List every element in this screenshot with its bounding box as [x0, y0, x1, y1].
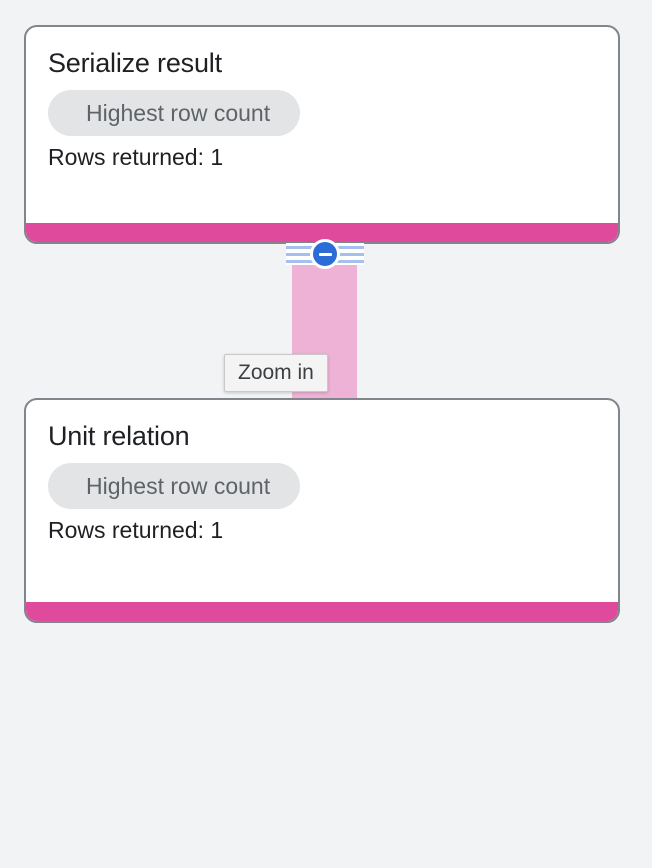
node-badge-highest-row-count: Highest row count: [48, 463, 301, 509]
zoom-in-tooltip: Zoom in: [224, 354, 328, 392]
node-rows-returned: Rows returned: 1: [48, 517, 224, 543]
node-accent-bar: [26, 223, 618, 242]
graph-node-serialize-result[interactable]: Serialize result Highest row count Rows …: [24, 25, 620, 244]
edge-collapse-handle[interactable]: [286, 239, 364, 269]
node-body: Unit relation Highest row count Rows ret…: [26, 400, 618, 602]
node-body: Serialize result Highest row count Rows …: [26, 27, 618, 223]
minus-circle-icon[interactable]: [310, 239, 340, 269]
node-badge-highest-row-count: Highest row count: [48, 90, 301, 136]
node-accent-bar: [26, 602, 618, 621]
graph-node-unit-relation[interactable]: Unit relation Highest row count Rows ret…: [24, 398, 620, 623]
minus-glyph: [318, 252, 332, 256]
node-rows-returned: Rows returned: 1: [48, 144, 224, 170]
node-title: Unit relation: [48, 421, 190, 451]
node-title: Serialize result: [48, 48, 222, 78]
